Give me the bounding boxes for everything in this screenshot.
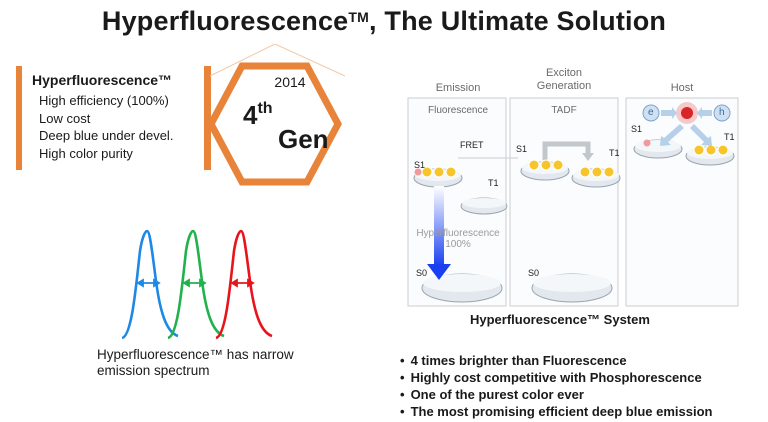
- excitons-fluorescence: [421, 166, 457, 178]
- excitons-tadf-s1: [528, 159, 564, 171]
- header-exciton-generation: Exciton Generation: [536, 67, 592, 92]
- feature-item: Low cost: [39, 110, 91, 126]
- benefits-list: 4 times brighter than Fluorescence Highl…: [400, 352, 713, 420]
- feature-item: High color purity: [39, 145, 133, 161]
- title-main: Hyperfluorescence: [101, 6, 349, 36]
- exciton-pink-fluorescence: [414, 168, 422, 176]
- arrow-to-host-s1: [660, 124, 684, 146]
- generation-digit: 4: [243, 100, 258, 130]
- label-fret: FRET: [460, 140, 484, 150]
- width-arrow-blue: [136, 278, 161, 288]
- level-t1-fluorescence: T1: [488, 178, 499, 188]
- header-host: Host: [670, 82, 694, 94]
- panel-host: [625, 97, 739, 307]
- benefit-item: The most promising efficient deep blue e…: [400, 403, 713, 420]
- level-s1-fluorescence: S1: [414, 160, 426, 170]
- title-suffix: , The Ultimate Solution: [369, 6, 667, 36]
- dish-exciton-s0: [531, 273, 613, 303]
- emission-spectrum: [121, 229, 273, 340]
- feature-list: High efficiency (100%) Low cost Deep blu…: [39, 92, 173, 162]
- arrow-to-host-t1: [690, 124, 712, 146]
- generation-word: Gen: [278, 124, 329, 154]
- carrier-electron-label: e: [648, 107, 654, 118]
- hexagon-outer-outline: [209, 44, 346, 77]
- hexagon-shape: [207, 62, 342, 186]
- hf-value-text: 100%: [445, 239, 471, 250]
- level-s0-emission: S0: [416, 268, 428, 278]
- generation-hexagon: [207, 44, 346, 186]
- benefit-item: One of the purest color ever: [400, 386, 713, 403]
- benefit-item: Highly cost competitive with Phosphoresc…: [400, 369, 713, 386]
- tadf-transfer-arrow: [542, 141, 591, 161]
- carrier-hole-label: h: [719, 107, 725, 118]
- level-t1-tadf: T1: [609, 148, 620, 158]
- generation-year: 2014: [274, 74, 306, 90]
- feature-box: Hyperfluorescence™ High efficiency (100%…: [16, 66, 212, 170]
- width-arrow-green: [182, 278, 207, 288]
- generation-number: 4th: [243, 100, 273, 131]
- generation-ordinal: th: [257, 100, 273, 117]
- dish-fluorescence-t1: [460, 197, 508, 215]
- diagram-graphics: [407, 97, 739, 307]
- hf-label-text: Hyperfluorescence: [416, 228, 500, 239]
- level-s0-exciton: S0: [528, 268, 540, 278]
- arrow-electron-to-center: [661, 107, 677, 119]
- feature-box-right-bar: [204, 66, 211, 170]
- feature-heading: Hyperfluorescence™: [32, 72, 173, 88]
- level-s1-host: S1: [631, 124, 643, 134]
- exciton-pink-host: [643, 139, 651, 147]
- excitons-tadf-t1: [579, 166, 615, 178]
- arrow-hole-to-center: [697, 107, 712, 119]
- hole-circle: [713, 104, 731, 122]
- level-t1-host: T1: [724, 132, 735, 142]
- emission-arrow-head: [427, 264, 451, 280]
- dish-host-s1: [633, 139, 683, 159]
- page-title: HyperfluorescenceTM, The Ultimate Soluti…: [0, 6, 768, 37]
- electron-circle: [642, 104, 660, 122]
- header-emission: Emission: [435, 82, 481, 94]
- spectrum-curve-blue: [121, 229, 179, 340]
- label-tadf: TADF: [551, 105, 577, 116]
- spectrum-caption: Hyperfluorescence™ has narrow emission s…: [97, 347, 294, 378]
- excitons-host-t1: [693, 144, 729, 156]
- feature-item: High efficiency (100%): [39, 93, 169, 108]
- level-s1-tadf: S1: [516, 144, 528, 154]
- emission-arrow-shaft: [434, 186, 444, 266]
- width-arrow-red: [230, 278, 255, 288]
- benefit-item: 4 times brighter than Fluorescence: [400, 352, 713, 369]
- recombination-center: [681, 107, 693, 119]
- spectrum-curve-green: [167, 229, 225, 340]
- hyperfluorescence-efficiency-label: Hyperfluorescence 100%: [410, 228, 506, 250]
- spectrum-curve-red: [215, 229, 273, 340]
- tadf-arrow-head: [582, 153, 594, 161]
- feature-item: Deep blue under devel.: [39, 128, 174, 143]
- feature-box-left-bar: [16, 66, 22, 170]
- system-caption: Hyperfluorescence™ System: [470, 312, 650, 327]
- dish-emission-s0: [421, 273, 503, 303]
- title-tm: TM: [348, 9, 370, 25]
- panel-exciton-generation: [509, 97, 619, 307]
- label-fluorescence: Fluorescence: [427, 105, 489, 116]
